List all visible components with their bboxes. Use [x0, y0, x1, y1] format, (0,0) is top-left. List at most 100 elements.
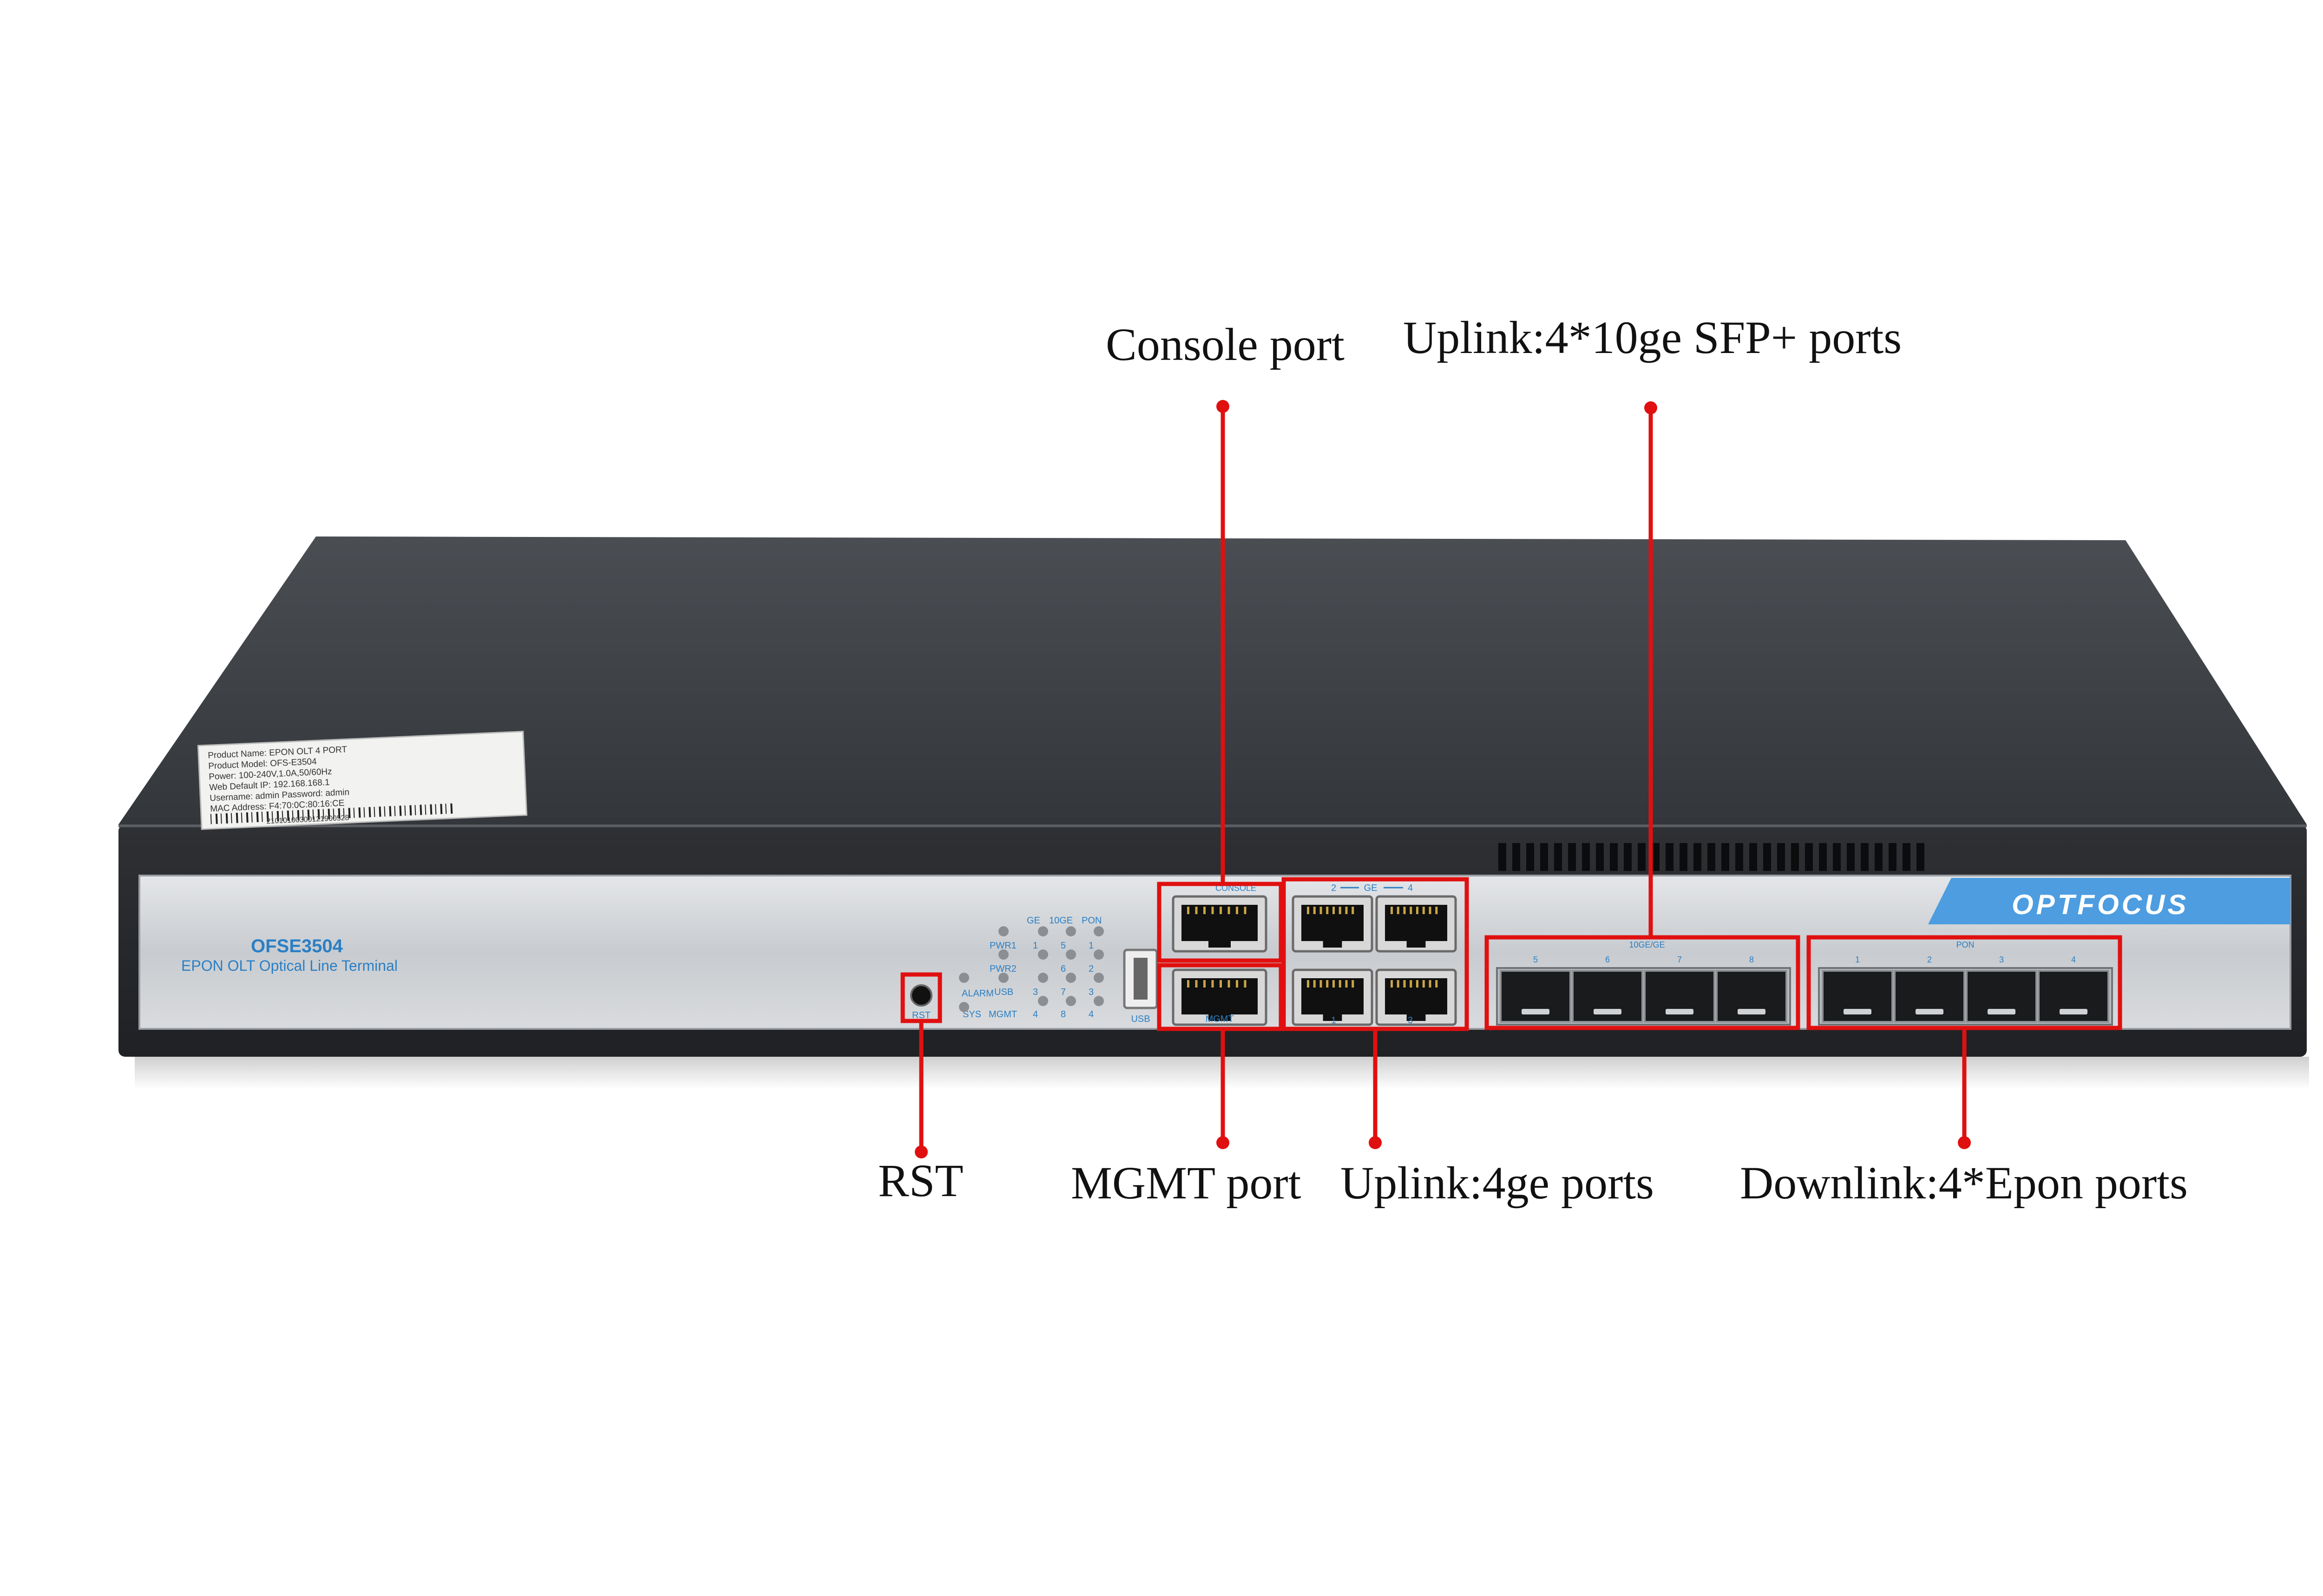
barcode [210, 803, 453, 824]
sfp-port-7[interactable]: 7 [1644, 955, 1715, 1023]
vent-slot [1638, 843, 1646, 871]
led-num: 1 [1089, 941, 1094, 951]
barcode-bar [348, 808, 351, 818]
rj45-opening [1181, 905, 1258, 948]
rj45-pin [1313, 907, 1316, 914]
vent-slot [1498, 843, 1506, 871]
rst-button[interactable] [910, 984, 932, 1007]
sfp-latch [1916, 1009, 1943, 1014]
barcode-bar [246, 812, 249, 823]
barcode-bar [287, 810, 289, 821]
barcode-bar [338, 808, 341, 819]
barcode-bar [384, 806, 386, 817]
pon-port-2[interactable]: 2 [1894, 955, 1965, 1023]
barcode-bar [440, 804, 443, 814]
rj45-pin [1416, 980, 1418, 988]
sfp-leader-dot [1644, 401, 1657, 414]
rj45-opening [1385, 978, 1447, 1021]
rj45-pin [1220, 907, 1222, 914]
rj45-pin [1352, 907, 1354, 914]
console-highlight [1157, 882, 1283, 963]
pon-port-number: 2 [1927, 955, 1932, 964]
barcode-bar [358, 807, 361, 818]
led-num: 6 [1061, 964, 1066, 974]
sfp-latch [1988, 1009, 2015, 1014]
led-grid [998, 926, 1104, 1006]
olt-device: Product Name: EPON OLT 4 PORT Product Mo… [118, 536, 2309, 1089]
rj45-pin [1397, 980, 1399, 988]
sfp-slot [1572, 970, 1643, 1023]
barcode-bar [282, 811, 283, 821]
led-label-alarm: ALARM [962, 988, 994, 999]
annotation-uplink-sfp: Uplink:4*10ge SFP+ ports [1403, 312, 1902, 363]
rj45-pin [1203, 907, 1206, 914]
ge-port-1 [1292, 968, 1373, 1026]
sfp-port-6[interactable]: 6 [1572, 955, 1643, 1023]
rj45-pin [1326, 980, 1329, 988]
ge-port-2 [1292, 895, 1373, 953]
rj45-pin [1244, 980, 1247, 988]
sfp-port-number: 7 [1677, 955, 1682, 964]
barcode-bar [276, 811, 279, 822]
annotation-mgmt-port: MGMT port [1071, 1157, 1301, 1209]
pon-port-1[interactable]: 1 [1822, 955, 1893, 1023]
rj45-pin [1220, 980, 1222, 988]
sfp-port-5[interactable]: 5 [1500, 955, 1571, 1023]
led-label-sys: SYS [963, 1009, 981, 1020]
rj45-pin [1397, 907, 1399, 914]
rj45-pin [1319, 907, 1322, 914]
rj45-pin [1326, 907, 1329, 914]
rj45-jack [1172, 895, 1267, 953]
rj45-pin [1403, 980, 1406, 988]
rj45-opening [1301, 905, 1364, 948]
barcode-bar [230, 813, 232, 824]
vent-slots [1498, 843, 1924, 871]
status-led [1066, 949, 1076, 960]
led-num: 3 [1033, 987, 1038, 997]
led-panel: ALARM SYS GE 10GE PON PWR1 PWR2 USB MGMT… [959, 916, 1104, 1020]
barcode-bar [363, 807, 365, 818]
annotation-console-port: Console port [1106, 319, 1345, 370]
sfp-header: 10GE/GE [1629, 940, 1665, 949]
barcode-bar [389, 806, 392, 817]
sfp-latch [1738, 1009, 1765, 1014]
vent-slot [1568, 843, 1576, 871]
vent-slot [1749, 843, 1757, 871]
vent-slot [1861, 843, 1869, 871]
barcode-bar [271, 811, 273, 822]
barcode-bar [368, 807, 371, 818]
rj45-pin [1410, 980, 1412, 988]
status-led [1094, 949, 1104, 960]
pon-leader-dot [1958, 1136, 1971, 1149]
rj45-pin [1236, 907, 1238, 914]
barcode-bar [297, 810, 300, 821]
barcode-bar [322, 809, 324, 819]
barcode-bar [450, 803, 453, 814]
pon-port-3[interactable]: 3 [1966, 955, 2037, 1023]
rj45-pin [1195, 980, 1198, 988]
rj45-pin [1429, 907, 1431, 914]
ge-port-number: 4 [1408, 883, 1413, 893]
sfp-port-8[interactable]: 8 [1716, 955, 1787, 1023]
barcode-bar [414, 805, 416, 816]
console-port[interactable] [1172, 895, 1267, 953]
status-led [1038, 926, 1048, 936]
mgmt-port[interactable] [1172, 968, 1267, 1026]
barcode-bar [404, 805, 406, 816]
rj45-jack [1172, 968, 1267, 1026]
vent-slot [1680, 843, 1687, 871]
pon-port-4[interactable]: 4 [2038, 955, 2109, 1023]
rj45-pin [1339, 980, 1341, 988]
annotation-rst: RST [878, 1155, 963, 1206]
pon-header: PON [1956, 940, 1974, 949]
barcode-bar [343, 808, 345, 818]
top-cover [118, 536, 2307, 824]
vent-slot [1903, 843, 1910, 871]
barcode-bar [236, 812, 238, 823]
leader-lines [915, 400, 1971, 1158]
led-label-pwr1: PWR1 [990, 941, 1017, 951]
rj45-pin [1435, 980, 1438, 988]
usb-port-tongue [1134, 958, 1148, 1000]
sfp-latch [1594, 1009, 1621, 1014]
